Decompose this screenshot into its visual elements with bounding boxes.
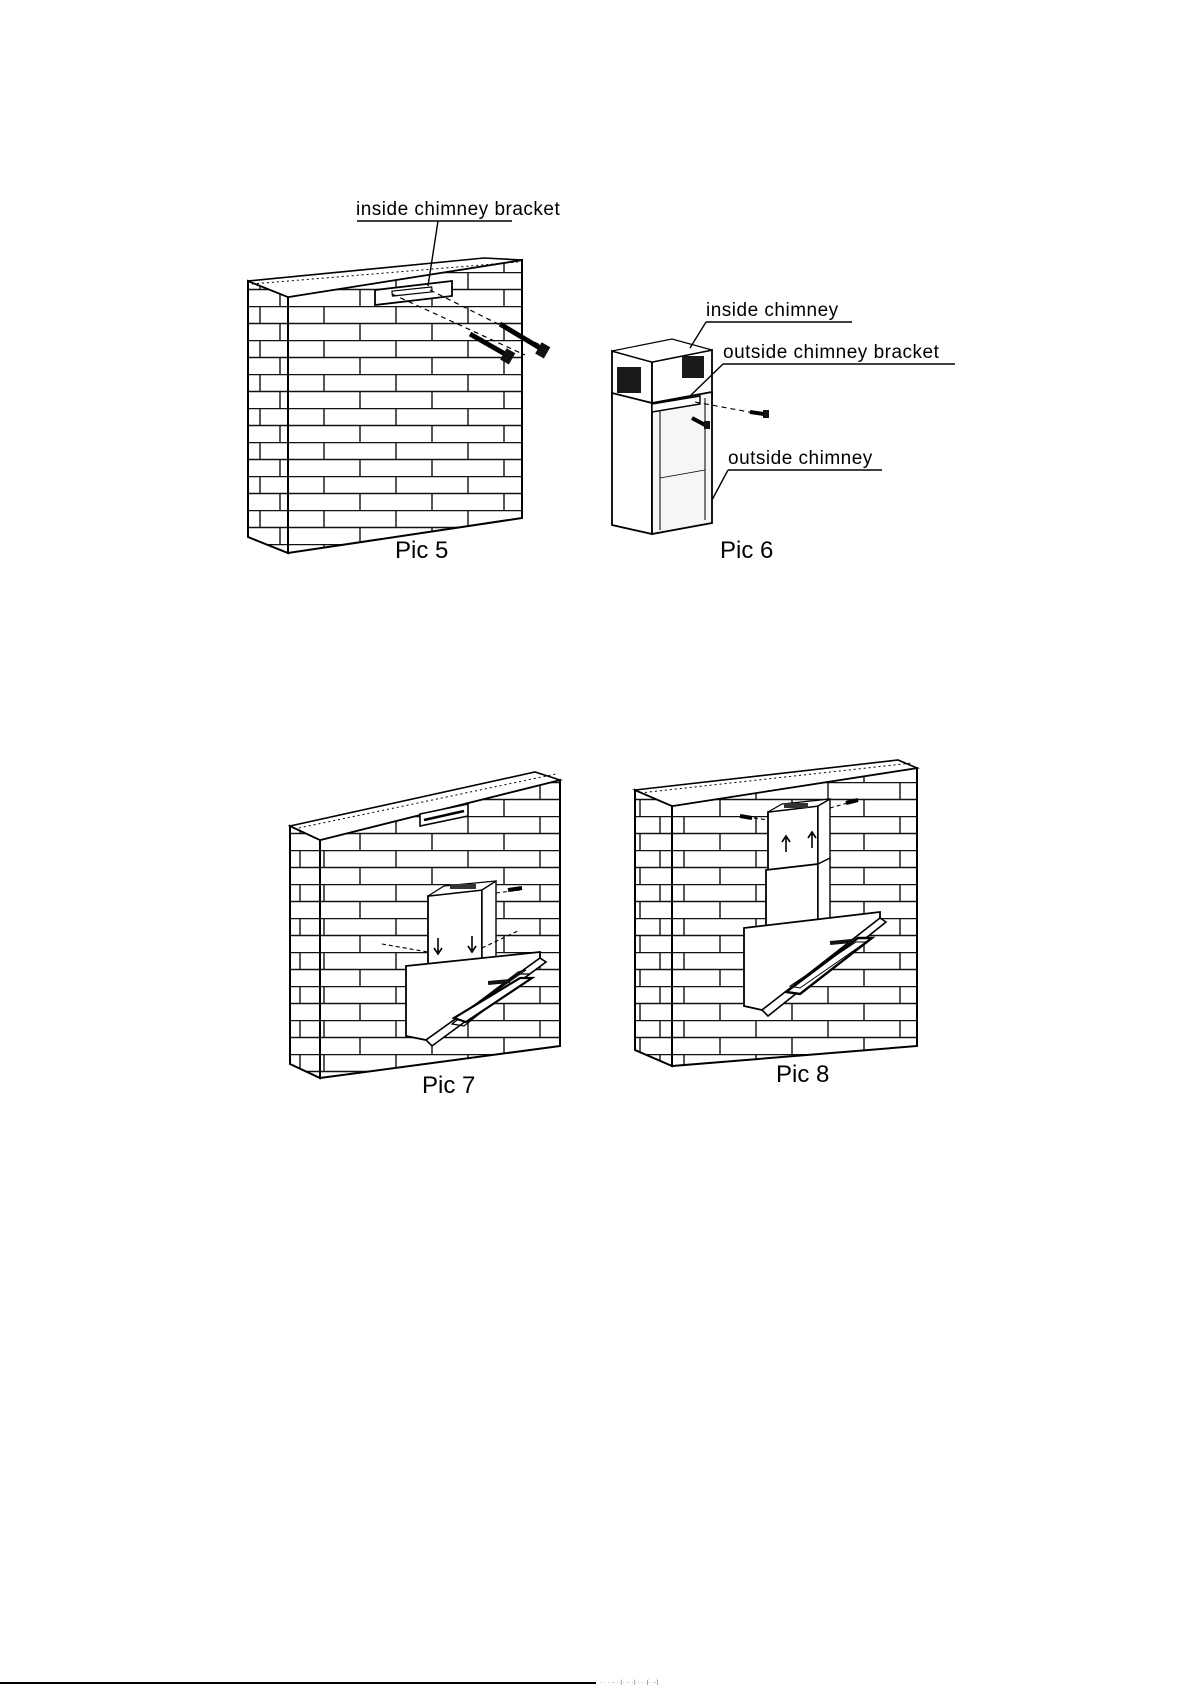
- footer-text: · · · ·· · (· ·· ·) · · ·(· ··): [600, 1680, 658, 1685]
- figure-pic7: Pic 7: [290, 772, 560, 1099]
- label-outside-chimney-bracket: outside chimney bracket: [723, 342, 940, 363]
- caption-pic6: Pic 6: [720, 537, 773, 564]
- figure-pic8: Pic 8: [635, 760, 917, 1088]
- figure-pic5: inside chimney bracket Pic 5: [248, 199, 560, 564]
- page-footer: · · · ·· · (· ·· ·) · · ·(· ··): [0, 1680, 658, 1685]
- vent-slot-right: [682, 356, 704, 378]
- label-outside-chimney: outside chimney: [728, 448, 873, 469]
- figure-pic6: inside chimney outside chimney bracket o…: [612, 300, 955, 564]
- chimney-illustration: [612, 339, 769, 534]
- label-inside-chimney-bracket: inside chimney bracket: [356, 199, 560, 220]
- caption-pic8: Pic 8: [776, 1061, 829, 1088]
- label-inside-chimney: inside chimney: [706, 300, 839, 321]
- caption-pic7: Pic 7: [422, 1072, 475, 1099]
- vent-slot-left: [617, 367, 641, 393]
- caption-pic5: Pic 5: [395, 537, 448, 564]
